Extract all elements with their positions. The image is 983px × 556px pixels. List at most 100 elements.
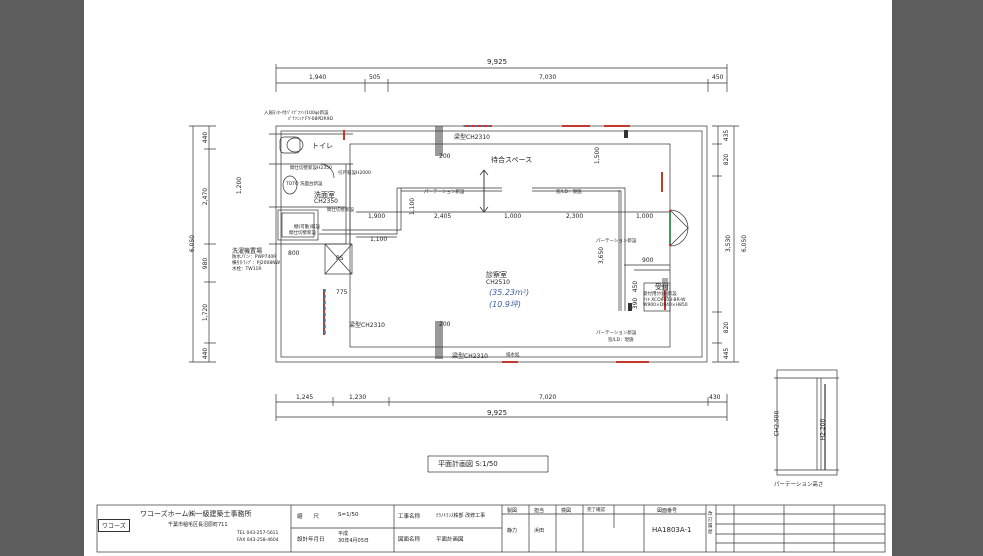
- inner-dim-d: 2,300: [566, 213, 584, 220]
- drawing-name-value: 平面計画図: [436, 537, 464, 543]
- label-wall-note-3: 間仕切壁新設: [289, 231, 316, 236]
- inner-dim-l: 775: [336, 289, 348, 296]
- washer-spec-1: 防水パン：PWP740R: [232, 255, 277, 260]
- dim-right-inner: 1,500: [594, 146, 602, 165]
- inner-dim-e: 1,000: [636, 213, 654, 220]
- date-value-2: 30年4月05日: [338, 538, 369, 544]
- elevation-title: パーテーション高さ: [774, 482, 824, 488]
- label-beam-top: 梁型CH2310: [454, 134, 490, 141]
- drawing-name-label: 図面名称: [398, 537, 421, 543]
- washer-spec-3: 水栓：TW11R: [232, 267, 262, 272]
- recep-spec-3: W900×D840×H850: [643, 303, 688, 308]
- dim-top-1: 1,940: [309, 74, 327, 81]
- label-partition-1: パーテーション新設: [424, 190, 465, 195]
- dim-bottom-total: 9,925: [487, 409, 508, 417]
- inner-dim-m: 800: [288, 250, 300, 257]
- dim-left-1: 440: [202, 131, 210, 144]
- label-wall-note-1: 間仕切壁新設H2350: [290, 166, 332, 171]
- company-name: ワコーズホーム㈱一級建築士事務所: [140, 510, 252, 518]
- dim-top-2: 505: [369, 74, 381, 81]
- revision-label: 改訂履歴: [708, 512, 713, 535]
- dim-top-total: 9,925: [487, 58, 508, 66]
- label-exam-area-m2: (35.23m²): [489, 288, 530, 297]
- dim-left-3: 980: [202, 257, 210, 270]
- date-value-1: 平成: [338, 531, 349, 537]
- floor-plan-drawing: [96, 64, 886, 553]
- label-wall-note-2: 間仕切壁新設: [327, 208, 354, 213]
- label-tank-note: TOTO 洗面台新設: [286, 182, 323, 187]
- dim-bottom-1: 1,245: [296, 394, 314, 401]
- label-washer-area: 洗濯機置場: [232, 248, 263, 255]
- dim-top-3: 7,030: [539, 74, 557, 81]
- inner-dim-n: 200: [439, 321, 451, 328]
- label-fan-note-2: ﾊﾟﾅｿﾆｯｸ FY-08PDR9D: [288, 117, 333, 122]
- inner-dim-f: 1,100: [409, 197, 417, 216]
- dim-bottom-2: 1,230: [349, 394, 367, 401]
- dim-left-5: 440: [202, 347, 210, 360]
- scale-label: 縮 尺: [297, 514, 320, 520]
- dim-left-inner: 1,200: [236, 176, 244, 195]
- inner-dim-g: 1,100: [370, 236, 388, 243]
- date-label: 設計年月日: [297, 537, 325, 543]
- inner-dim-c: 1,000: [504, 213, 522, 220]
- label-exam-room: 診察室: [486, 271, 507, 279]
- header-charge: 担当: [534, 508, 545, 514]
- company-logo: ワコーズ: [98, 519, 130, 532]
- company-address: 千葉市稲毛区長沼原町711: [168, 522, 228, 528]
- drawing-sheet: 9,925 1,940 505 7,030 450 9,925 1,245 1,…: [84, 0, 892, 556]
- drawing-title: 平面計画図 S:1/50: [438, 460, 498, 468]
- dim-left-2: 2,470: [202, 187, 210, 206]
- dim-right-5: 445: [723, 347, 731, 360]
- recep-spec-1: 受付用ｶｳﾝﾀｰ新設: [643, 292, 677, 297]
- project-label: 工事名称: [398, 514, 421, 520]
- inner-dim-b: 2,405: [434, 213, 452, 220]
- label-exam-area-tsubo: (10.9坪): [489, 300, 522, 309]
- label-shelf-note: 棚(可動)新設: [294, 225, 321, 230]
- label-door-note: 引戸新設H2000: [338, 171, 371, 176]
- row-charge: 浜田: [534, 528, 545, 534]
- dim-left-total: 6,050: [189, 234, 197, 253]
- header-number: 図面番号: [657, 508, 678, 514]
- label-partition-3: パーテーション新設: [596, 331, 637, 336]
- recep-spec-2: ﾅｲｷ XCO9003-BR-W: [643, 298, 686, 303]
- inner-dim-h: 3,650: [598, 246, 606, 265]
- washer-spec-2: 横引ﾄﾗｯﾌﾟ：PJ2008NW: [232, 261, 281, 266]
- label-partition-2: パーテーション新設: [596, 239, 637, 244]
- drawing-number: HA1803A-1: [652, 526, 692, 534]
- label-window-note-2: 窓/LD：現施: [608, 338, 634, 343]
- dim-right-4: 820: [723, 321, 731, 334]
- label-beam-left: 梁型CH2310: [349, 322, 385, 329]
- dim-right-1: 435: [723, 129, 731, 142]
- header-design: 製図: [507, 508, 518, 514]
- label-waiting-space: 待合スペース: [491, 156, 533, 164]
- inner-dim-j: 390: [632, 297, 640, 310]
- header-check: 検図: [561, 508, 572, 514]
- inner-dim-i: 900: [642, 257, 654, 264]
- dim-right-2: 820: [723, 153, 731, 166]
- dim-right-3: 3,530: [725, 234, 733, 253]
- label-reception: 受付: [655, 283, 669, 291]
- company-fax: FAX 043-258-4604: [237, 538, 279, 543]
- label-washroom: 洗面室: [314, 191, 335, 199]
- header-done: 完了確認: [587, 508, 605, 513]
- label-window-note-1: 窓/LD：現施: [556, 190, 582, 195]
- elevation-dim-1: CH2,500: [773, 410, 781, 437]
- label-beam-bottom: 梁型CH2310: [452, 353, 488, 360]
- scale-value: S=1/50: [338, 512, 359, 518]
- dim-right-total: 6,050: [741, 234, 749, 253]
- dim-bottom-4: 430: [709, 394, 721, 401]
- inner-dim-k: 450: [632, 280, 640, 293]
- row-design: 静力: [507, 528, 518, 534]
- label-washroom-ch: CH2350: [314, 198, 338, 205]
- label-exam-ch: CH2510: [486, 279, 510, 286]
- dim-top-4: 450: [712, 74, 724, 81]
- inner-dim-o: 200: [439, 153, 451, 160]
- company-tel: TEL 043-257-5611: [237, 531, 279, 536]
- label-ps: PS: [336, 255, 344, 262]
- label-fan-note-1: 入居ﾓﾝﾀｰ付ﾊﾟｲﾌﾟﾌｧﾝ(100φ)新設: [264, 111, 329, 116]
- dim-bottom-3: 7,020: [539, 394, 557, 401]
- inner-dim-a: 1,900: [368, 213, 386, 220]
- dim-left-4: 1,720: [202, 303, 210, 322]
- project-value: ﾃﾗﾉﾄﾗﾝｽ株部 改修工事: [436, 513, 486, 519]
